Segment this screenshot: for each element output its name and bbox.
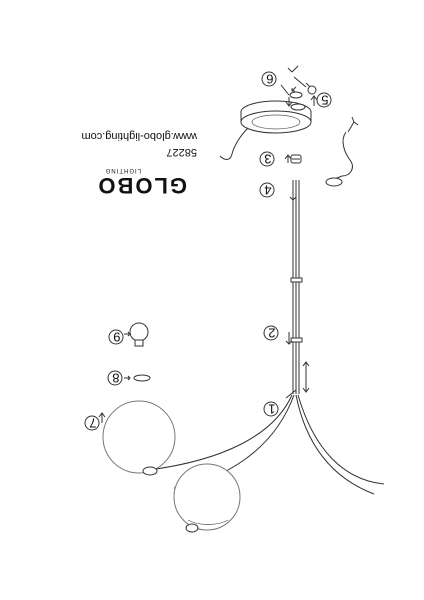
height-adjust-icon	[302, 361, 310, 393]
arrow-left-icon	[124, 375, 131, 381]
arrow-down-icon	[98, 412, 106, 423]
power-cord	[219, 116, 359, 187]
rod-joint	[290, 337, 303, 343]
canopy-plate	[240, 100, 312, 134]
step-5: 5	[316, 92, 332, 108]
coupler-nut	[284, 154, 302, 164]
svg-text:1: 1	[268, 402, 275, 417]
svg-text:8: 8	[112, 371, 119, 386]
svg-text:6: 6	[266, 72, 273, 87]
rod-joint	[290, 277, 303, 283]
step-callouts: 1 2 3 4 5 6 7	[84, 71, 332, 431]
svg-text:2: 2	[268, 326, 275, 341]
step-7: 7	[84, 415, 100, 431]
arrow-down-icon	[310, 95, 318, 106]
step-4: 4	[259, 182, 275, 198]
arrow-icon	[291, 86, 297, 92]
step-1: 1	[263, 401, 279, 417]
brand-tagline: LIGHTING	[105, 167, 141, 173]
glass-globe-upper	[98, 400, 176, 476]
website-url: www.globo-lighting.com	[81, 130, 198, 142]
arrow-up-icon	[285, 332, 293, 345]
ring-icon	[133, 374, 151, 382]
step-3: 3	[259, 151, 275, 167]
screw-icon	[287, 65, 317, 95]
washer-icon	[289, 91, 303, 99]
svg-text:4: 4	[264, 183, 271, 198]
svg-text:7: 7	[89, 416, 96, 431]
arrow-left-icon	[124, 331, 131, 337]
rotated-sheet: GLOBO LIGHTING 58227 www.globo-lighting.…	[81, 65, 385, 533]
svg-text:5: 5	[321, 93, 328, 108]
bulb-icon	[129, 322, 149, 347]
step-6: 6	[261, 71, 277, 87]
glass-globe-lower	[173, 463, 241, 533]
rotate-arrow-icon	[285, 389, 297, 399]
bulb-parts	[124, 322, 151, 382]
svg-text:9: 9	[113, 330, 120, 345]
curved-arms	[148, 389, 385, 495]
brand-block: GLOBO LIGHTING 58227 www.globo-lighting.…	[81, 130, 198, 198]
step-8: 8	[107, 370, 123, 386]
ring-washer-icon	[290, 103, 306, 111]
brand-logo: GLOBO	[96, 173, 187, 198]
model-number: 58227	[166, 146, 197, 158]
stem-rod	[285, 180, 310, 394]
step-2: 2	[263, 325, 279, 341]
svg-text:3: 3	[264, 152, 271, 167]
step-9: 9	[108, 329, 124, 345]
arrow-up-icon	[289, 188, 297, 201]
canopy-group	[219, 65, 359, 187]
